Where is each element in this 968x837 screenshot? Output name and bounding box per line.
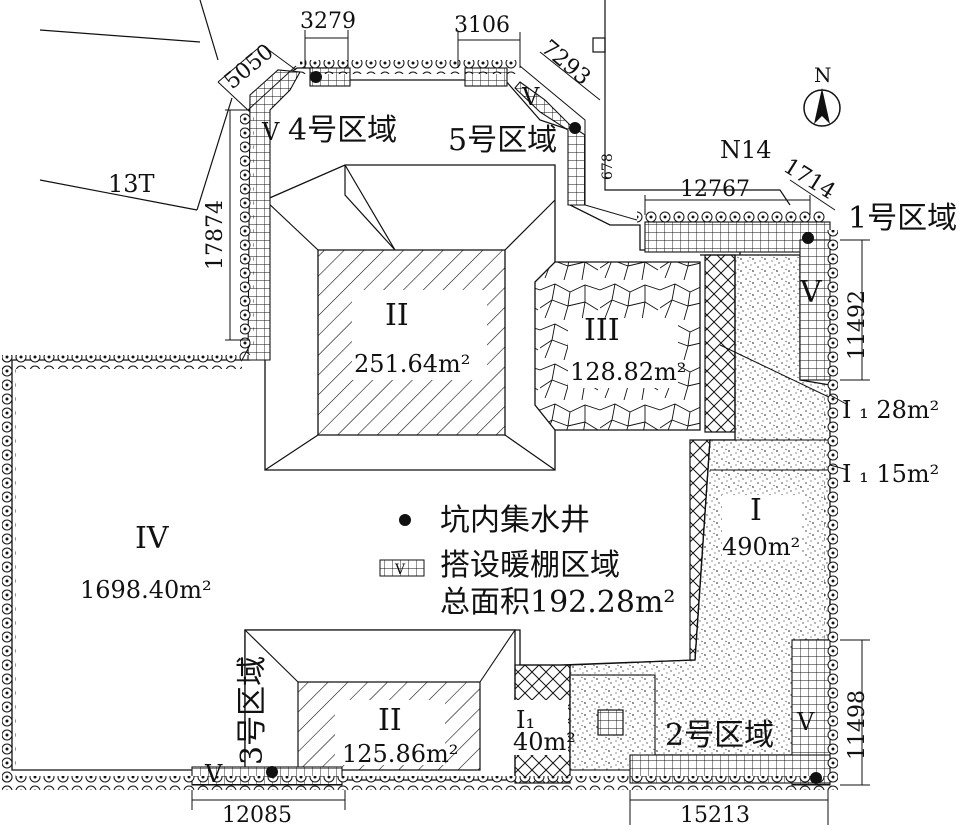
dim-12767: 12767 bbox=[680, 177, 750, 202]
dim-17874: 17874 bbox=[203, 200, 228, 270]
dimension-lines bbox=[191, 30, 870, 825]
region-iv-area: 1698.40m² bbox=[80, 576, 212, 604]
dim-1714: 1714 bbox=[779, 154, 840, 205]
dim-678: 678 bbox=[600, 153, 616, 180]
sump-pit bbox=[802, 232, 814, 244]
region-iv-roman: IV bbox=[135, 521, 170, 556]
v-mark: V bbox=[796, 708, 815, 736]
label-n14: N14 bbox=[720, 136, 772, 164]
pile-wall-diagonals bbox=[241, 65, 638, 361]
dim-15213: 15213 bbox=[680, 803, 750, 828]
region-iii-roman: III bbox=[584, 313, 620, 348]
sump-pit bbox=[310, 71, 322, 83]
legend-shed-symbol bbox=[379, 559, 425, 577]
compass-north: N bbox=[814, 63, 832, 87]
v-mark: V bbox=[204, 760, 223, 788]
v-marks: V V V V V bbox=[204, 83, 823, 788]
region-i1-bottom bbox=[513, 664, 571, 784]
sump-pit bbox=[266, 766, 278, 778]
legend: 坑内集水井 V 搭设暖棚区域 总面积192.28m² bbox=[379, 503, 675, 620]
dim-7293: 7293 bbox=[536, 35, 595, 90]
region-i-area: 490m² bbox=[722, 533, 800, 561]
region-ii-top-area: 251.64m² bbox=[354, 350, 470, 378]
v-mark: V bbox=[521, 83, 540, 111]
legend-sump-symbol bbox=[399, 514, 411, 526]
v-mark: V bbox=[799, 275, 823, 310]
legend-shed-label: 搭设暖棚区域 bbox=[440, 548, 620, 583]
neighbor-lines bbox=[39, 0, 791, 211]
region-ii-bottom bbox=[244, 629, 516, 781]
legend-shed-v: V bbox=[394, 562, 406, 578]
dim-11492: 11492 bbox=[845, 290, 870, 360]
region-i bbox=[569, 254, 836, 771]
zone-3-label: 3号区域 bbox=[235, 656, 270, 765]
region-ii-top-roman: II bbox=[385, 298, 409, 333]
legend-sump-label: 坑内集水井 bbox=[440, 503, 590, 538]
region-ii-bottom-area: 125.86m² bbox=[342, 740, 458, 768]
region-iii bbox=[534, 261, 701, 431]
region-i1-28-label: I ₁ 28m² bbox=[842, 396, 939, 424]
sump-pits bbox=[266, 71, 822, 784]
region-i1-bottom-roman: I₁ bbox=[516, 706, 535, 734]
dim-3106: 3106 bbox=[454, 13, 510, 38]
region-ii-top bbox=[264, 164, 556, 471]
v-mark: V bbox=[261, 118, 280, 146]
dim-12085: 12085 bbox=[222, 803, 292, 828]
zone-2-label: 2号区域 bbox=[665, 718, 774, 753]
sump-pit bbox=[569, 122, 581, 134]
dim-11498: 11498 bbox=[845, 690, 870, 760]
zone-1-label: 1号区域 bbox=[848, 201, 957, 236]
legend-total: 总面积192.28m² bbox=[440, 585, 675, 620]
region-iii-area: 128.82m² bbox=[570, 358, 686, 386]
pile-walls bbox=[2, 60, 838, 790]
zone-4-label: 4号区域 bbox=[288, 113, 397, 148]
region-ii-bottom-roman: II bbox=[378, 703, 402, 738]
zone-5-label: 5号区域 bbox=[448, 123, 557, 158]
dim-3279: 3279 bbox=[300, 9, 356, 34]
region-i-roman: I bbox=[750, 493, 762, 528]
region-i1-15-label: I ₁ 15m² bbox=[842, 460, 939, 488]
label-13t: 13T bbox=[108, 170, 155, 198]
sump-pit bbox=[810, 772, 822, 784]
compass: N bbox=[803, 63, 841, 127]
region-i1-bottom-area: 40m² bbox=[513, 728, 576, 756]
